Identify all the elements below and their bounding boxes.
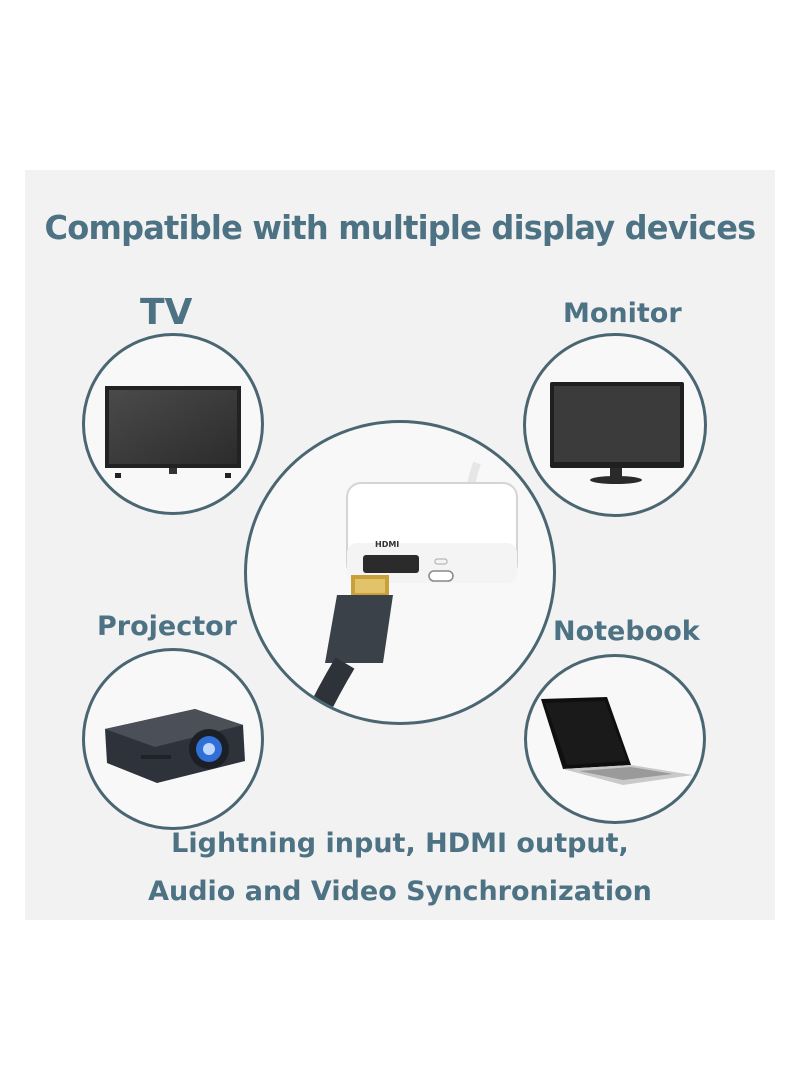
tv-label: TV	[140, 292, 193, 333]
tv-circle	[82, 333, 264, 515]
projector-icon	[105, 709, 245, 783]
hdmi-port-label: HDMI	[375, 540, 399, 549]
projector-circle	[82, 648, 264, 830]
adapter-circle: HDMI	[244, 420, 556, 725]
notebook-label: Notebook	[553, 616, 700, 647]
notebook-circle	[524, 654, 706, 824]
hdmi-adapter-icon: HDMI	[303, 461, 518, 722]
monitor-label: Monitor	[563, 298, 682, 329]
projector-label: Projector	[97, 611, 237, 642]
footer-line-1: Lightning input, HDMI output,	[171, 828, 629, 859]
monitor-circle	[523, 333, 707, 517]
footer-line-2: Audio and Video Synchronization	[148, 876, 652, 907]
page-title: Compatible with multiple display devices	[44, 208, 757, 247]
tv-icon	[105, 386, 241, 478]
laptop-icon	[541, 697, 693, 785]
monitor-icon	[550, 382, 684, 484]
